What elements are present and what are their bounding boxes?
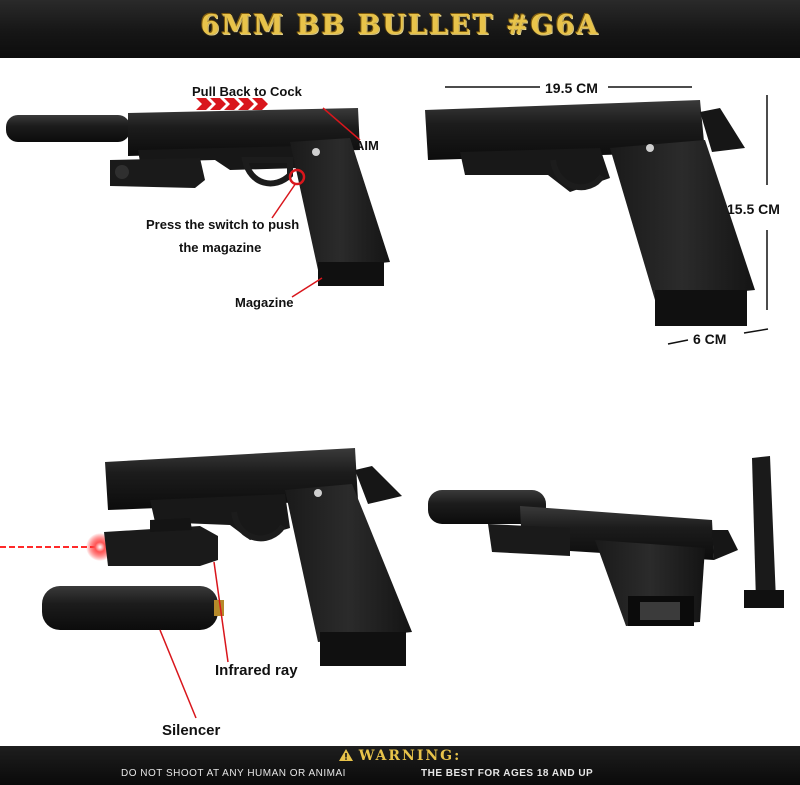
pull-back-arrows [196, 98, 268, 110]
warning-footer: WARNING: DO NOT SHOOT AT ANY HUMAN OR AN… [0, 746, 800, 785]
tactical-light [488, 524, 570, 556]
pistol-grip [610, 140, 755, 300]
length-dimension-label: 19.5 CM [545, 80, 598, 96]
silencer-attached [6, 115, 130, 142]
silencer-attached [428, 490, 546, 524]
aim-label: AIM [355, 138, 379, 153]
pistol-disassembled-view [428, 456, 784, 626]
width-dimension-label: 6 CM [693, 331, 727, 347]
pointer-lines-bottom-left [159, 561, 229, 719]
pull-back-label: Pull Back to Cock [192, 84, 302, 99]
tactical-light [110, 158, 205, 188]
silencer-detached [42, 586, 224, 630]
pointer-lines-top-left [271, 107, 361, 298]
pistol-grip [285, 484, 412, 642]
warning-text-right: THE BEST FOR AGES 18 AND UP [421, 768, 594, 779]
infrared-label: Infrared ray [215, 662, 298, 679]
magazine-label: Magazine [235, 295, 294, 310]
magazine-base [655, 290, 747, 326]
height-dimension-label: 15.5 CM [727, 201, 780, 217]
magazine-switch-label-line1: Press the switch to push [146, 217, 300, 232]
silencer-label: Silencer [162, 722, 221, 739]
magazine-release-marker [288, 168, 306, 186]
pistol-grip [290, 138, 390, 270]
magazine-base [318, 262, 384, 286]
laser-light [0, 518, 218, 566]
header-banner: 6MM BB BULLET #G6A [0, 0, 800, 58]
magazine-base [320, 632, 406, 666]
warning-title-row: WARNING: [0, 748, 800, 764]
page-title: 6MM BB BULLET #G6A [200, 10, 600, 41]
magazine-detached [752, 456, 776, 602]
warning-title: WARNING: [358, 748, 462, 764]
pistol-with-accessories [6, 108, 390, 286]
pistol-slide [425, 100, 705, 160]
pistol-side-view [105, 448, 412, 666]
magazine-switch-label-line2: the magazine [179, 240, 262, 255]
pistol-dimensions-view [425, 100, 755, 326]
warning-text-left: DO NOT SHOOT AT ANY HUMAN OR ANIMAI [121, 768, 346, 779]
dimension-lines [445, 86, 769, 345]
warning-icon [338, 749, 353, 761]
infrared-light-module [104, 526, 218, 566]
